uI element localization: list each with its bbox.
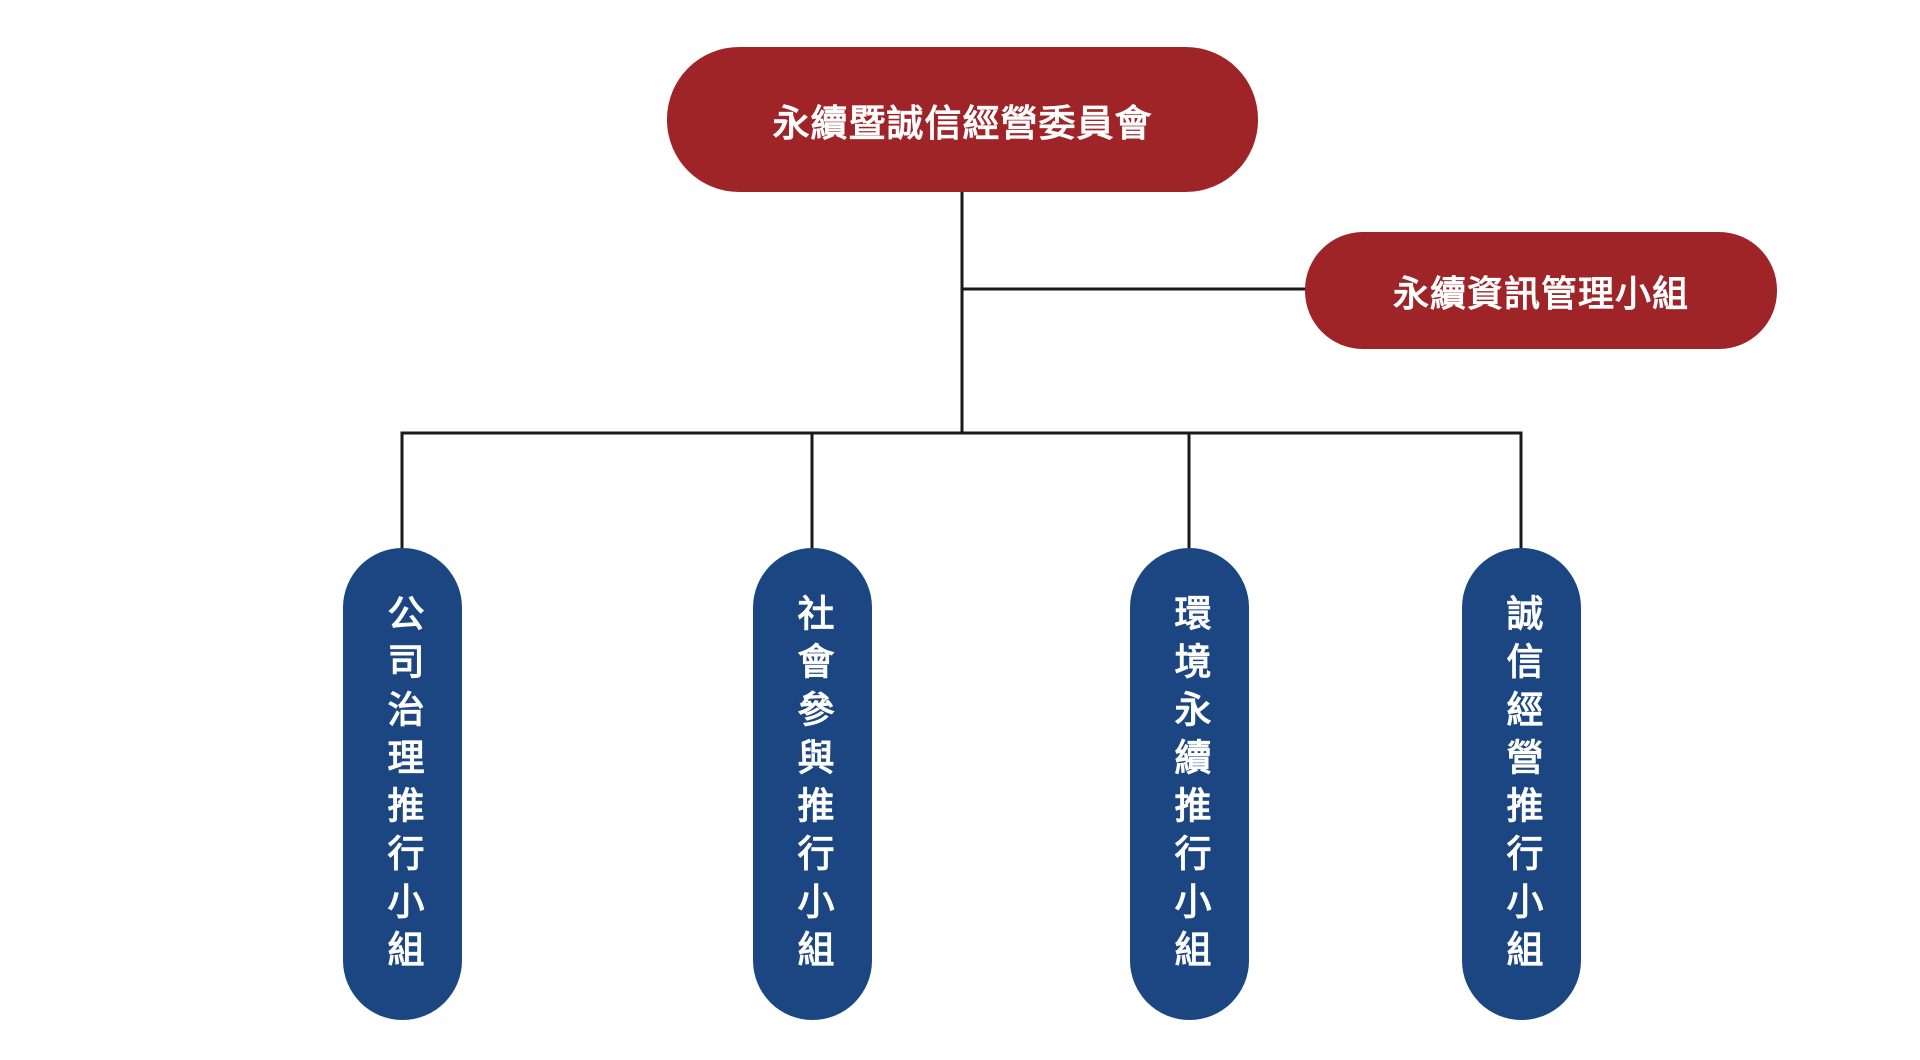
working-group-node-social-participation[interactable]: 社會參與推行小組 (753, 548, 872, 1020)
committee-label: 永續暨誠信經營委員會 (772, 101, 1153, 145)
advisory-group-label: 永續資訊管理小組 (1392, 273, 1689, 315)
committee-node[interactable]: 永續暨誠信經營委員會 (667, 47, 1258, 192)
working-group-node-ethical-management[interactable]: 誠信經營推行小組 (1462, 548, 1581, 1020)
working-group-label: 環境永續推行小組 (1168, 594, 1211, 978)
working-group-node-environmental-sustainability[interactable]: 環境永續推行小組 (1130, 548, 1249, 1020)
working-group-label: 誠信經營推行小組 (1500, 594, 1543, 978)
advisory-group-node[interactable]: 永續資訊管理小組 (1305, 232, 1777, 349)
working-group-label: 社會參與推行小組 (791, 594, 834, 978)
working-group-node-corporate-governance[interactable]: 公司治理推行小組 (343, 548, 462, 1020)
working-group-label: 公司治理推行小組 (381, 594, 424, 978)
